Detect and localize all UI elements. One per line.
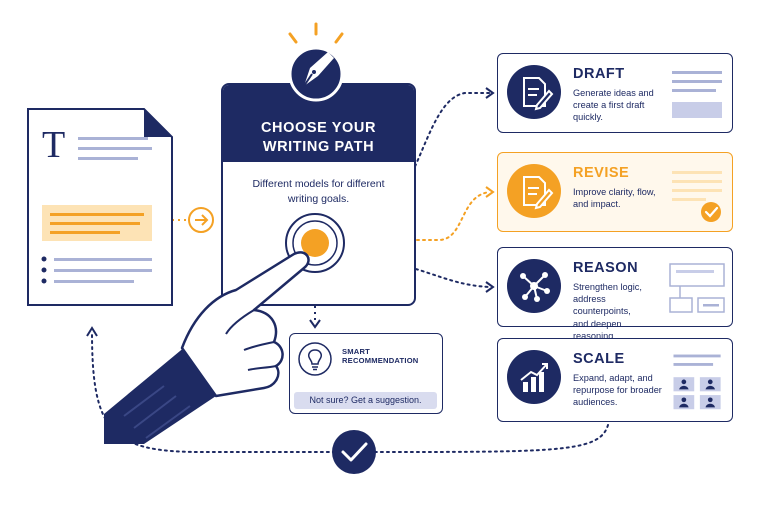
connector-to-revise (344, 191, 491, 241)
option-card-draft[interactable]: DRAFT Generate ideas and create a first … (497, 53, 733, 133)
desc-line: Strengthen logic, (573, 282, 642, 292)
desc-line: Expand, adapt, and (573, 373, 653, 383)
text-lines-decoration (672, 71, 722, 118)
option-title-revise: REVISE (573, 165, 630, 181)
document-pen-icon (507, 65, 561, 119)
check-circle-icon (332, 430, 376, 474)
checkmark-icon (701, 202, 721, 222)
choose-path-target-button[interactable] (283, 211, 347, 275)
desc-line: address counterpoints, (573, 294, 631, 317)
option-title-draft: DRAFT (573, 66, 625, 82)
chooser-title-line-1: CHOOSE YOUR (260, 120, 377, 136)
document-edit-icon (507, 164, 561, 218)
person-icon (673, 377, 695, 392)
desc-line: quickly. (573, 112, 603, 123)
chooser-title: CHOOSE YOUR WRITING PATH (223, 119, 414, 157)
get-suggestion-button[interactable]: Not sure? Get a suggestion. (294, 392, 437, 409)
option-title-scale: SCALE (573, 351, 625, 367)
option-card-reason[interactable]: REASON Strengthen logic, address counter… (497, 247, 733, 341)
option-card-scale[interactable]: SCALE Expand, adapt, and repurpose for b… (497, 338, 733, 422)
source-document: T (27, 108, 173, 306)
chooser-subtitle-line-2: writing goals. (287, 193, 350, 205)
option-description-revise: Improve clarity, flow, and impact. (573, 186, 663, 210)
person-icon (699, 395, 721, 410)
option-description-scale: Expand, adapt, and repurpose for broader… (573, 372, 663, 409)
option-description-reason: Strengthen logic, address counterpoints,… (573, 281, 663, 342)
connector-return-loop (91, 331, 609, 453)
connector-arrowhead-draft (485, 87, 495, 99)
audience-grid-decoration (673, 354, 721, 410)
chooser-subtitle-line-1: Different models for different (252, 178, 385, 190)
chooser-subtitle: Different models for different writing g… (237, 177, 400, 207)
option-title-reason: REASON (573, 260, 639, 276)
connector-arrowhead-reason (485, 281, 495, 293)
revised-lines-decoration (672, 171, 722, 222)
document-letter: T (42, 124, 65, 166)
desc-line: create a first draft (573, 100, 645, 111)
option-description-draft: Generate ideas and create a first draft … (573, 87, 663, 124)
chooser-title-line-2: WRITING PATH (262, 139, 375, 155)
network-nodes-icon (507, 259, 561, 313)
person-icon (673, 395, 695, 410)
desc-line: repurpose for broader (573, 385, 662, 396)
lightbulb-icon (298, 342, 332, 376)
desc-line: audiences. (573, 397, 618, 408)
pointing-hand-icon (104, 251, 310, 444)
person-icon (699, 377, 721, 392)
fountain-pen-icon (288, 22, 344, 102)
desc-line: and impact. (573, 199, 621, 210)
smart-recommendation-card: SMART RECOMMENDATION Not sure? Get a sug… (289, 333, 443, 414)
desc-line: Generate ideas and (573, 88, 654, 98)
growth-chart-icon (507, 350, 561, 404)
connector-arrowhead-smart (309, 319, 321, 329)
option-card-revise[interactable]: REVISE Improve clarity, flow, and impact… (497, 152, 733, 232)
connector-arrowhead-return (86, 326, 98, 337)
desc-line: Improve clarity, flow, (573, 187, 656, 197)
desc-line: and deepen reasoning. (573, 318, 622, 341)
connector-arrowhead-revise (485, 186, 495, 198)
arrow-circle-icon (188, 207, 214, 233)
smart-recommendation-title: SMART RECOMMENDATION (342, 347, 419, 365)
logic-diagram-decoration (669, 263, 725, 313)
